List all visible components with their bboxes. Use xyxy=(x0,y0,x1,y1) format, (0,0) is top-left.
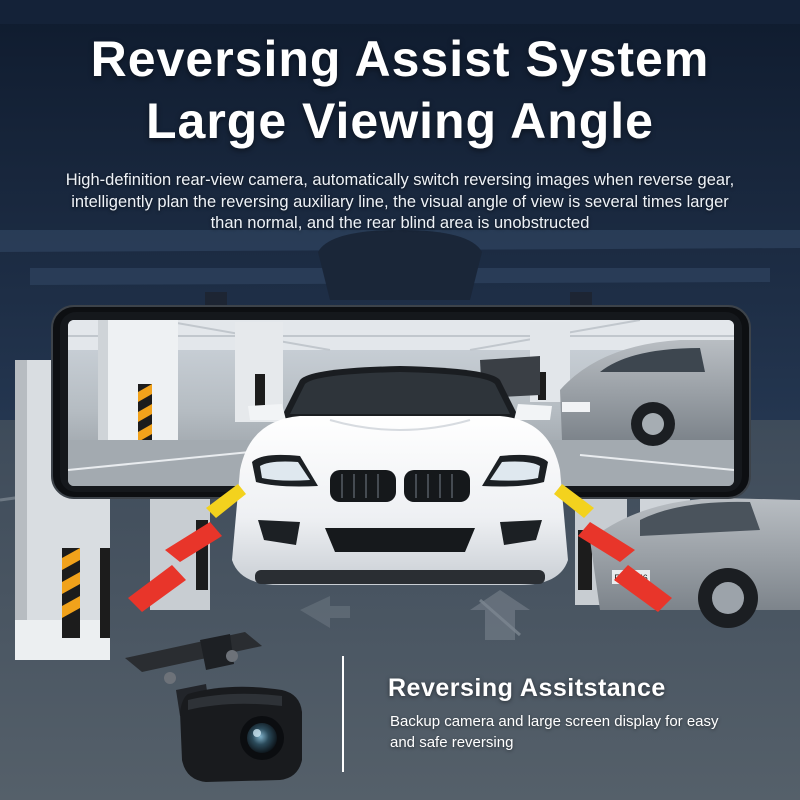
backup-camera xyxy=(125,632,302,782)
parking-guide-lines xyxy=(128,484,672,612)
headline: Reversing Assist System Large Viewing An… xyxy=(0,28,800,152)
subtitle-description: High-definition rear-view camera, automa… xyxy=(65,171,735,232)
feature-title: Reversing Assitstance xyxy=(388,674,666,702)
vertical-divider xyxy=(342,656,344,772)
headline-line-1: Reversing Assist System xyxy=(90,31,710,87)
white-convertible-car xyxy=(232,366,568,585)
feature-description: Backup camera and large screen display f… xyxy=(390,713,719,751)
mirror-screen xyxy=(68,320,734,486)
headline-line-2: Large Viewing Angle xyxy=(146,93,654,149)
